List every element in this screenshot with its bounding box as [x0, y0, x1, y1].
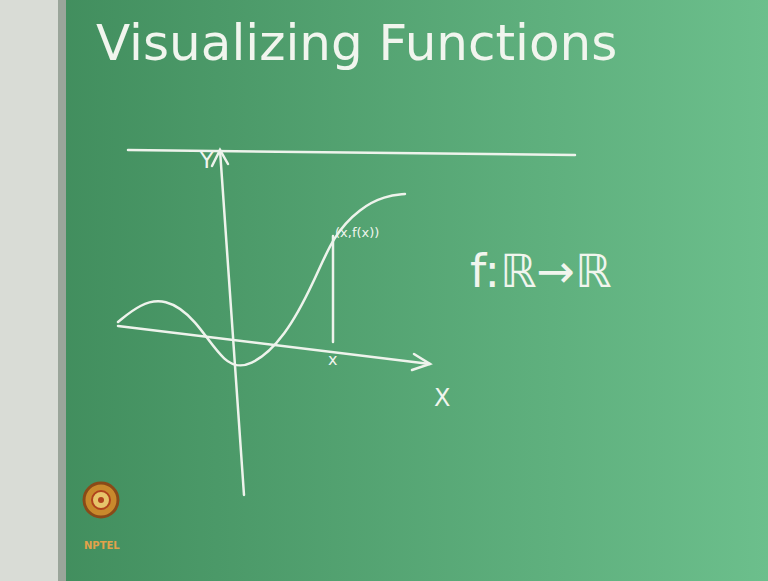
board-frame	[58, 0, 66, 581]
logo-text: NPTEL	[84, 541, 120, 551]
function-notation: f:ℝ→ℝ	[470, 248, 611, 294]
tick-label: x	[328, 352, 337, 368]
nptel-logo	[84, 483, 118, 517]
point-label: (x,f(x))	[335, 226, 379, 239]
title-underline	[128, 150, 575, 155]
board-title: Visualizing Functions	[96, 18, 617, 68]
x-arrowhead	[412, 354, 430, 370]
axis-label: X	[434, 386, 450, 410]
wall	[0, 0, 58, 581]
function-curve	[118, 194, 405, 366]
x-drop-line	[332, 236, 335, 342]
axis-label: Y	[200, 150, 213, 172]
y-arrowhead	[212, 150, 228, 166]
y-axis	[220, 150, 244, 495]
